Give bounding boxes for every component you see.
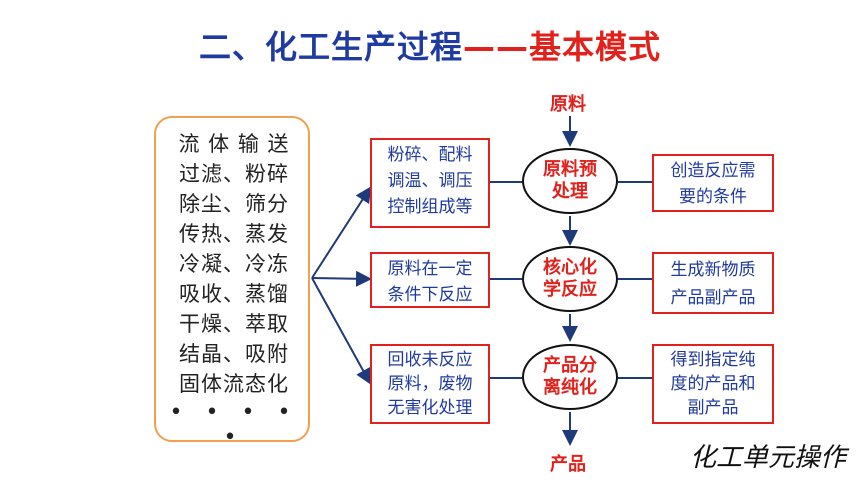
input-label: 原料 xyxy=(550,94,586,115)
operation-line: 固体流态化 xyxy=(179,372,289,396)
step2-name-line1: 核心化 xyxy=(543,257,597,278)
step1-right-box: 创造反应需 要的条件 xyxy=(652,154,774,212)
step1-left-box: 粉碎、配料 调温、调压 控制组成等 xyxy=(370,138,490,228)
operation-line: 流 体 输 送 xyxy=(178,132,290,156)
output-label: 产品 xyxy=(550,454,586,475)
operation-line: 传热、蒸发 xyxy=(179,222,289,246)
step2-left-box: 原料在一定 条件下反应 xyxy=(370,252,490,308)
step1-name-line1: 原料预 xyxy=(543,159,597,180)
operation-line: 干燥、萃取 xyxy=(179,312,289,336)
handwritten-signature: 化工单元操作 xyxy=(689,443,846,473)
operation-line: 过滤、粉碎 xyxy=(179,162,289,186)
title-dash: —— xyxy=(463,28,529,66)
operation-line: 除尘、筛分 xyxy=(179,192,289,216)
step3-right-box: 得到指定纯 度的产品和 副产品 xyxy=(652,344,774,424)
page-title: 二、化工生产过程——基本模式 xyxy=(0,22,860,68)
step3-name-line1: 产品分 xyxy=(543,355,597,376)
step3-name-line2: 离纯化 xyxy=(543,377,597,398)
unit-operations-box: 流 体 输 送 过滤、粉碎 除尘、筛分 传热、蒸发 冷凝、冷冻 吸收、蒸馏 干燥… xyxy=(154,116,310,450)
operation-line: 结晶、吸附 xyxy=(179,342,289,366)
step1-name-line2: 处理 xyxy=(552,181,588,202)
operation-line: 吸收、蒸馏 xyxy=(179,282,289,306)
title-sub: 基本模式 xyxy=(529,28,662,66)
step2-right-box: 生成新物质 产品副产品 xyxy=(652,252,774,314)
step2-node: 核心化学反应 xyxy=(522,246,618,312)
fan-line-1 xyxy=(311,186,372,279)
fan-line-3 xyxy=(311,277,371,385)
operation-line: 冷凝、冷冻 xyxy=(179,252,289,276)
step3-node: 产品分离纯化 xyxy=(522,344,618,410)
fan-line-2 xyxy=(311,270,372,287)
step2-name-line2: 学反应 xyxy=(543,279,597,300)
title-main: 二、化工生产过程 xyxy=(198,28,463,66)
step1-node: 原料预处理 xyxy=(522,148,618,214)
step3-left-box: 回收未反应 原料，废物 无害化处理 xyxy=(370,344,490,424)
ellipsis-dots: • • • • • xyxy=(169,400,299,450)
